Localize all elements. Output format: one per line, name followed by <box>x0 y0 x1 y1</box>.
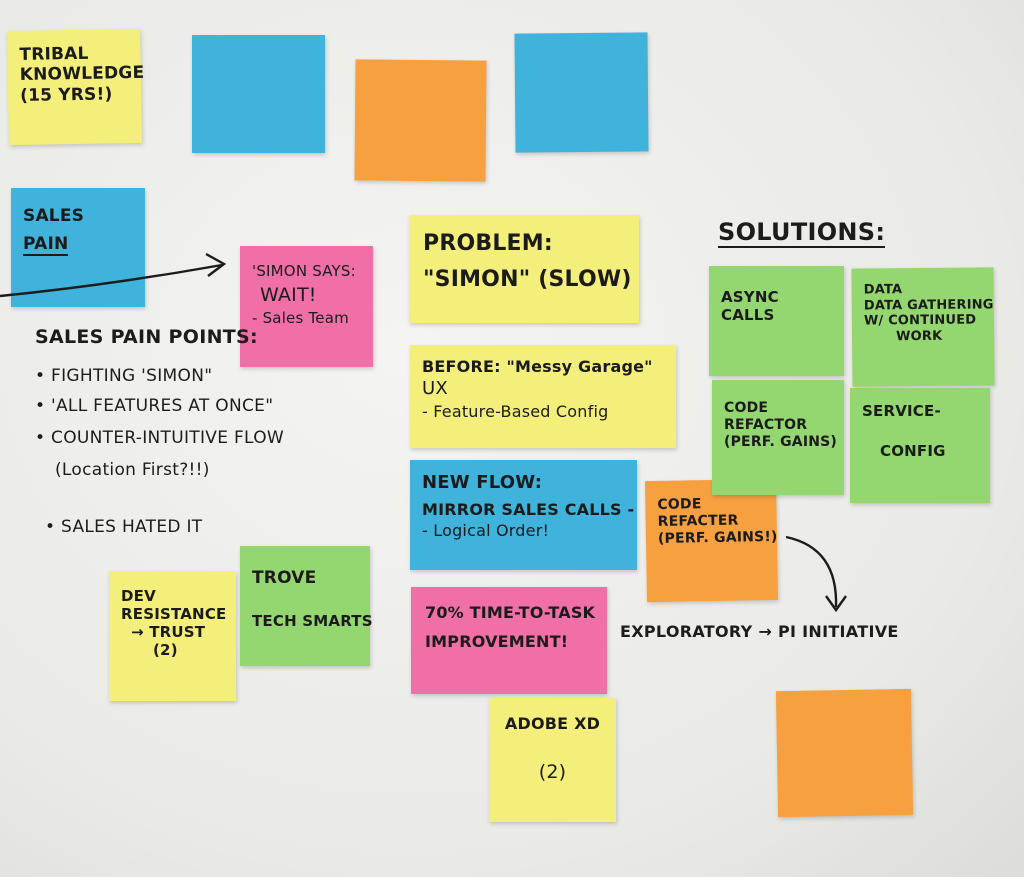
note-line: DATA GATHERING <box>863 296 994 314</box>
sticky-note-time-to-task: 70% TIME-TO-TASK IMPROVEMENT! <box>411 587 607 694</box>
sticky-note-blank-orange-2 <box>775 688 914 818</box>
note-line: DATA <box>863 282 903 298</box>
sticky-note-adobe-xd: ADOBE XD (2) <box>489 698 616 822</box>
sticky-note-code-refactor: CODE REFACTOR (PERF. GAINS) <box>712 380 844 495</box>
sticky-note-problem: PROBLEM: "SIMON" (SLOW) <box>409 215 639 323</box>
note-line: TROVE <box>252 568 317 588</box>
sticky-note-before: BEFORE: "Messy Garage" UX - Feature-Base… <box>410 345 676 448</box>
pain-point-item: (Location First?!!) <box>55 460 210 480</box>
sticky-note-sales-pain: SALES PAIN <box>11 188 145 307</box>
pain-point-item: • COUNTER-INTUITIVE FLOW <box>35 428 285 448</box>
note-line: TRIBAL <box>19 43 89 65</box>
note-line: "SIMON" (SLOW) <box>423 267 632 293</box>
note-line: (15 YRS!) <box>19 84 113 106</box>
note-line: PAIN <box>23 234 133 257</box>
note-line: DEV <box>121 587 156 605</box>
note-line: MIRROR SALES CALLS - <box>422 499 635 519</box>
pain-points-heading: SALES PAIN POINTS: <box>35 326 258 348</box>
note-line: (2) <box>538 761 567 784</box>
note-line: CODE <box>657 496 702 513</box>
arrow-refacter-to-initiative <box>785 535 838 608</box>
note-line: ADOBE XD <box>504 714 601 733</box>
sticky-note-blank-blue-1 <box>192 35 325 153</box>
note-line: WORK <box>896 328 943 345</box>
arrow-head-refacter <box>825 595 847 613</box>
note-line: SERVICE- <box>862 402 941 420</box>
pain-point-item: • FIGHTING 'SIMON" <box>35 366 213 386</box>
note-line: - Feature-Based Config <box>422 401 609 421</box>
sticky-note-data-gathering: DATA DATA GATHERING W/ CONTINUED WORK <box>851 267 995 387</box>
note-line: IMPROVEMENT! <box>425 632 569 652</box>
sticky-note-trove: TROVE TECH SMARTS <box>240 546 373 666</box>
note-line: W/ CONTINUED <box>863 312 977 329</box>
sticky-note-service-config: SERVICE- CONFIG <box>850 388 990 503</box>
note-line: KNOWLEDGE <box>19 63 145 86</box>
sticky-note-simon-says: 'SIMON SAYS: WAIT! - Sales Team <box>240 246 373 367</box>
pain-point-item: • SALES HATED IT <box>45 517 203 537</box>
note-line: (PERF. GAINS) <box>724 433 838 450</box>
sticky-note-dev-resistance: DEV RESISTANCE → TRUST (2) <box>109 571 236 701</box>
note-line: CONFIG <box>880 442 946 460</box>
note-line: (PERF. GAINS!) <box>657 528 778 547</box>
note-line: BEFORE: "Messy Garage" <box>422 357 653 376</box>
sticky-note-async-calls: ASYNC CALLS <box>709 266 844 376</box>
sticky-note-code-refacter: CODE REFACTER (PERF. GAINS!) <box>644 478 779 603</box>
note-line: PROBLEM: <box>423 231 553 256</box>
note-line: REFACTOR <box>724 416 808 433</box>
sticky-note-tribal-knowledge: TRIBAL KNOWLEDGE (15 YRS!) <box>7 28 145 146</box>
note-line: NEW FLOW: <box>422 472 543 493</box>
note-line: WAIT! <box>260 284 317 306</box>
sticky-note-blank-blue-2 <box>514 32 649 153</box>
note-line: (2) <box>153 641 178 659</box>
pain-point-item: • 'ALL FEATURES AT ONCE" <box>35 396 274 416</box>
note-line: TECH SMARTS <box>252 612 373 631</box>
note-line: CODE <box>724 400 769 416</box>
note-line: - Logical Order! <box>422 520 550 540</box>
solutions-heading-text: SOLUTIONS: <box>718 218 886 248</box>
note-line: ASYNC <box>721 288 779 306</box>
note-line: REFACTER <box>657 512 739 530</box>
solutions-heading: SOLUTIONS: <box>718 218 886 248</box>
exploratory-label: EXPLORATORY → PI INITIATIVE <box>620 622 899 641</box>
sticky-note-new-flow: NEW FLOW: MIRROR SALES CALLS - - Logical… <box>410 460 637 570</box>
sticky-note-blank-orange-1 <box>354 59 487 182</box>
note-line: SALES <box>23 206 85 226</box>
note-line: → TRUST <box>131 623 206 641</box>
note-line: - Sales Team <box>252 308 349 327</box>
note-line: UX <box>422 378 448 400</box>
note-line: RESISTANCE <box>121 605 227 623</box>
note-line: 70% TIME-TO-TASK <box>425 603 596 622</box>
note-line: 'SIMON SAYS: <box>252 262 356 280</box>
note-line-underlined: PAIN <box>23 234 69 257</box>
arrow-head-simon-says <box>205 252 227 277</box>
note-line: CALLS <box>721 306 775 324</box>
